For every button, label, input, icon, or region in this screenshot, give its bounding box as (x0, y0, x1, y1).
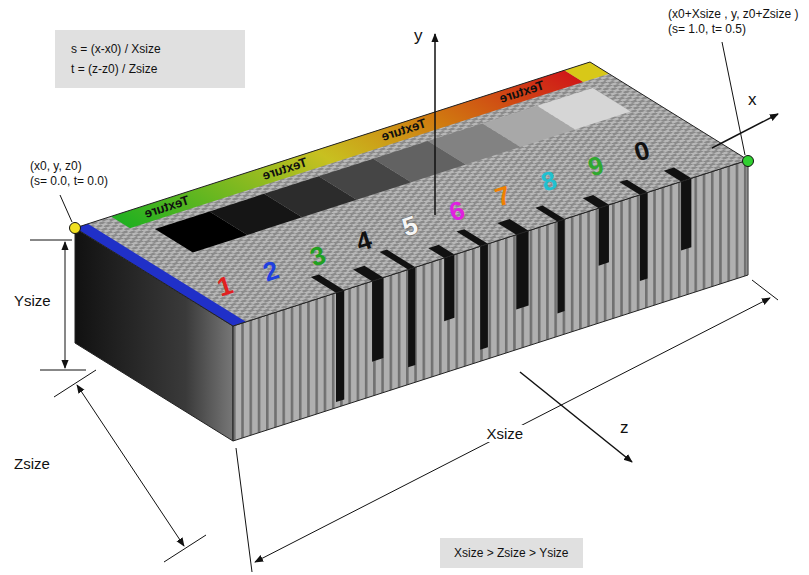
x-axis (712, 114, 778, 148)
bar (535, 205, 564, 221)
formula-box: s = (x-x0) / Xsizet = (z-z0) / Zsize (55, 30, 245, 88)
extension-line (30, 240, 72, 241)
yellow-corner (564, 62, 609, 82)
dimension-line (65, 242, 66, 368)
bar (336, 290, 344, 402)
axis-label: x (748, 90, 757, 110)
corner-dot (743, 156, 754, 167)
axis-label: z (620, 418, 629, 438)
bar (444, 255, 454, 322)
bar (380, 250, 416, 270)
axis-label: y (414, 26, 423, 46)
gray-step (537, 88, 631, 129)
node-text: t = (z-z0) / Zsize (71, 59, 229, 79)
bar (516, 231, 528, 310)
condition-box: Xsize > Zsize > Ysize (440, 538, 583, 568)
dimension-line (255, 298, 770, 562)
bar (681, 178, 691, 250)
bar (408, 267, 415, 367)
extension-line (236, 448, 252, 572)
dimension-label: Xsize (484, 425, 527, 442)
bar (619, 180, 647, 195)
bar (311, 274, 345, 292)
dimension-label: Ysize (14, 292, 51, 309)
corner-dot (70, 223, 81, 234)
extension-line (40, 370, 86, 371)
bar (457, 229, 488, 246)
coordinate-label: (x0+Xsize , y, z0+Zsize ) (668, 8, 798, 22)
extension-line (164, 535, 206, 562)
leader-line (722, 42, 745, 155)
coordinate-label: (x0, y, z0) (30, 160, 82, 174)
bar (599, 205, 609, 266)
bar (557, 219, 564, 313)
top-face-outline (75, 62, 748, 326)
extension-line (54, 370, 96, 397)
y-axis (434, 34, 436, 215)
extension-line (752, 280, 778, 300)
texture-band (111, 70, 583, 228)
node-text: Xsize > Zsize > Ysize (454, 543, 569, 563)
bar (372, 278, 383, 362)
dimension-label: Zsize (14, 455, 50, 472)
dimension-line (77, 385, 184, 546)
bar (640, 192, 648, 281)
coordinate-label: (s= 1.0, t= 0.5) (668, 23, 746, 37)
leader-line (60, 195, 72, 222)
top-checker (75, 62, 748, 326)
bar (480, 244, 488, 350)
coordinate-label: (s= 0.0, t= 0.0) (30, 175, 108, 189)
top-face (75, 62, 748, 326)
node-text: s = (x-x0) / Xsize (71, 39, 229, 59)
